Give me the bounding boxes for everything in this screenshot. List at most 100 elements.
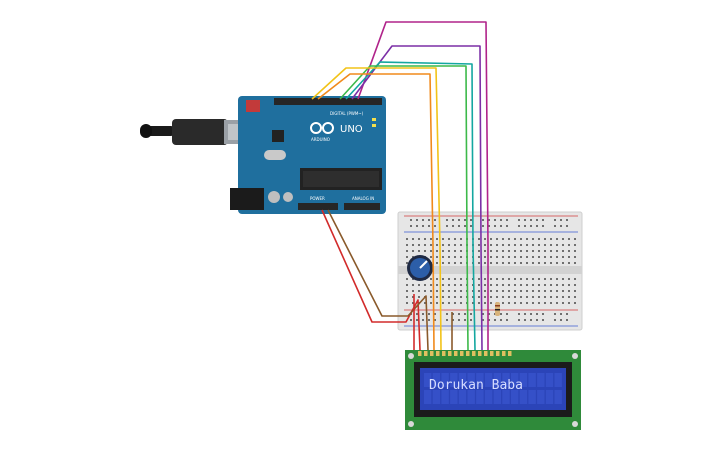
breadboard-hole <box>514 256 516 258</box>
lcd-cell <box>502 390 510 404</box>
breadboard-hole <box>556 284 558 286</box>
breadboard-hole <box>514 302 516 304</box>
breadboard-hole <box>412 278 414 280</box>
breadboard-hole <box>448 290 450 292</box>
breadboard-hole <box>442 262 444 264</box>
lcd-cell <box>493 373 501 387</box>
breadboard-hole <box>436 296 438 298</box>
breadboard-hole <box>544 262 546 264</box>
breadboard-hole <box>520 244 522 246</box>
breadboard-hole <box>574 302 576 304</box>
breadboard-hole <box>430 302 432 304</box>
wire-magenta <box>357 21 489 350</box>
breadboard-hole <box>422 319 424 321</box>
breadboard-hole <box>574 278 576 280</box>
breadboard-hole <box>482 319 484 321</box>
lcd-pin <box>436 351 440 356</box>
breadboard-hole <box>550 284 552 286</box>
breadboard-hole <box>568 302 570 304</box>
breadboard-hole <box>544 250 546 252</box>
breadboard-hole <box>526 302 528 304</box>
breadboard-hole <box>538 284 540 286</box>
breadboard-hole <box>406 296 408 298</box>
breadboard-hole <box>532 296 534 298</box>
breadboard-hole <box>484 262 486 264</box>
breadboard-hole <box>550 302 552 304</box>
breadboard-hole <box>470 225 472 227</box>
lcd-pin <box>496 351 500 356</box>
lcd-pin <box>442 351 446 356</box>
breadboard-hole <box>430 256 432 258</box>
breadboard-hole <box>538 244 540 246</box>
breadboard-hole <box>490 250 492 252</box>
breadboard-hole <box>454 256 456 258</box>
breadboard-hole <box>454 296 456 298</box>
breadboard-hole <box>566 313 568 315</box>
breadboard-hole <box>518 219 520 221</box>
breadboard-hole <box>430 290 432 292</box>
lcd-cell <box>554 390 562 404</box>
breadboard-hole <box>448 296 450 298</box>
breadboard-hole <box>556 290 558 292</box>
breadboard-hole <box>490 284 492 286</box>
breadboard-hole <box>502 244 504 246</box>
wire-yellow <box>311 67 442 351</box>
breadboard-hole <box>562 290 564 292</box>
breadboard-hole <box>484 244 486 246</box>
breadboard-hole <box>464 319 466 321</box>
breadboard-hole <box>470 219 472 221</box>
breadboard-hole <box>410 319 412 321</box>
breadboard-hole <box>472 290 474 292</box>
breadboard-hole <box>536 313 538 315</box>
breadboard-hole <box>538 250 540 252</box>
breadboard-hole <box>458 313 460 315</box>
breadboard-hole <box>502 290 504 292</box>
breadboard-hole <box>472 302 474 304</box>
lcd-pin <box>478 351 482 356</box>
breadboard-hole <box>520 278 522 280</box>
breadboard-hole <box>412 284 414 286</box>
breadboard-hole <box>532 250 534 252</box>
breadboard-hole <box>416 225 418 227</box>
breadboard-hole <box>464 225 466 227</box>
breadboard-hole <box>536 319 538 321</box>
breadboard-hole <box>412 238 414 240</box>
breadboard-hole <box>508 262 510 264</box>
breadboard-hole <box>478 284 480 286</box>
breadboard-hole <box>568 290 570 292</box>
breadboard-hole <box>568 244 570 246</box>
breadboard-hole <box>574 256 576 258</box>
breadboard-hole <box>418 296 420 298</box>
breadboard-hole <box>544 238 546 240</box>
breadboard-hole <box>568 284 570 286</box>
breadboard-hole <box>484 238 486 240</box>
breadboard-hole <box>562 302 564 304</box>
breadboard-hole <box>508 284 510 286</box>
breadboard-hole <box>530 219 532 221</box>
breadboard-hole <box>430 244 432 246</box>
breadboard-hole <box>532 278 534 280</box>
breadboard-hole <box>430 284 432 286</box>
breadboard-hole <box>460 262 462 264</box>
breadboard-hole <box>496 262 498 264</box>
breadboard-hole <box>406 256 408 258</box>
breadboard-hole <box>422 219 424 221</box>
breadboard-hole <box>526 278 528 280</box>
breadboard-hole <box>502 262 504 264</box>
breadboard-hole <box>446 313 448 315</box>
breadboard-hole <box>428 219 430 221</box>
breadboard-hole <box>412 256 414 258</box>
breadboard-hole <box>412 244 414 246</box>
breadboard-hole <box>412 250 414 252</box>
breadboard-hole <box>482 225 484 227</box>
breadboard-hole <box>530 313 532 315</box>
breadboard-hole <box>416 319 418 321</box>
breadboard-hole <box>460 284 462 286</box>
breadboard-hole <box>502 284 504 286</box>
breadboard-hole <box>556 238 558 240</box>
breadboard-hole <box>502 256 504 258</box>
breadboard-hole <box>454 244 456 246</box>
breadboard-hole <box>544 302 546 304</box>
breadboard-hole <box>460 296 462 298</box>
breadboard-hole <box>562 278 564 280</box>
